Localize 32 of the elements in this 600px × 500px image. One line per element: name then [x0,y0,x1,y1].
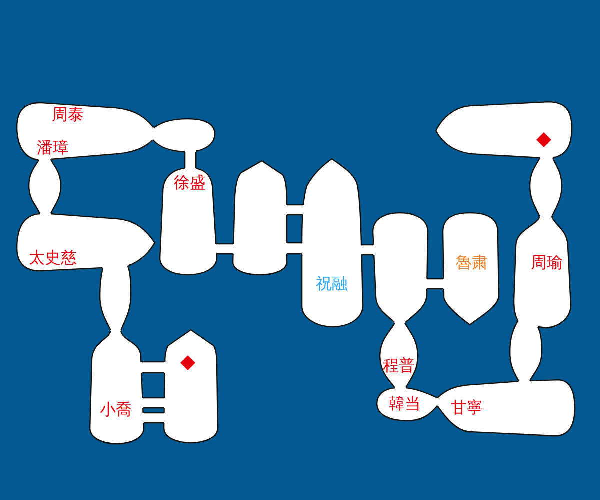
map-room [376,387,438,422]
name-label: 太史慈 [29,249,77,267]
map-room [99,265,132,332]
name-label: 潘璋 [37,139,69,157]
map-room [379,322,419,389]
corridor [214,243,236,255]
name-label: 魯粛 [456,254,488,272]
name-label: 祝融 [316,275,348,293]
name-label: 甘寧 [451,399,483,417]
name-label: 周瑜 [531,254,563,272]
corridor [141,412,167,424]
corridor [424,278,446,290]
map-room [301,158,364,328]
name-label: 小喬 [100,401,132,419]
name-label: 韓当 [389,395,421,413]
map-room [152,118,216,153]
map-room [159,167,218,276]
name-label: 程普 [383,357,415,375]
map-room [529,157,563,218]
corridor [358,244,376,256]
corridor [184,149,197,172]
corridor [140,361,168,374]
map-room [28,158,62,215]
map-room [442,212,500,326]
name-label: 周泰 [52,106,84,124]
map-room [509,320,543,382]
name-label: 徐盛 [174,174,206,192]
corridor [284,204,306,216]
map-room [232,160,288,276]
corridor [284,242,305,255]
map-room [163,329,219,444]
corridor [140,397,167,409]
